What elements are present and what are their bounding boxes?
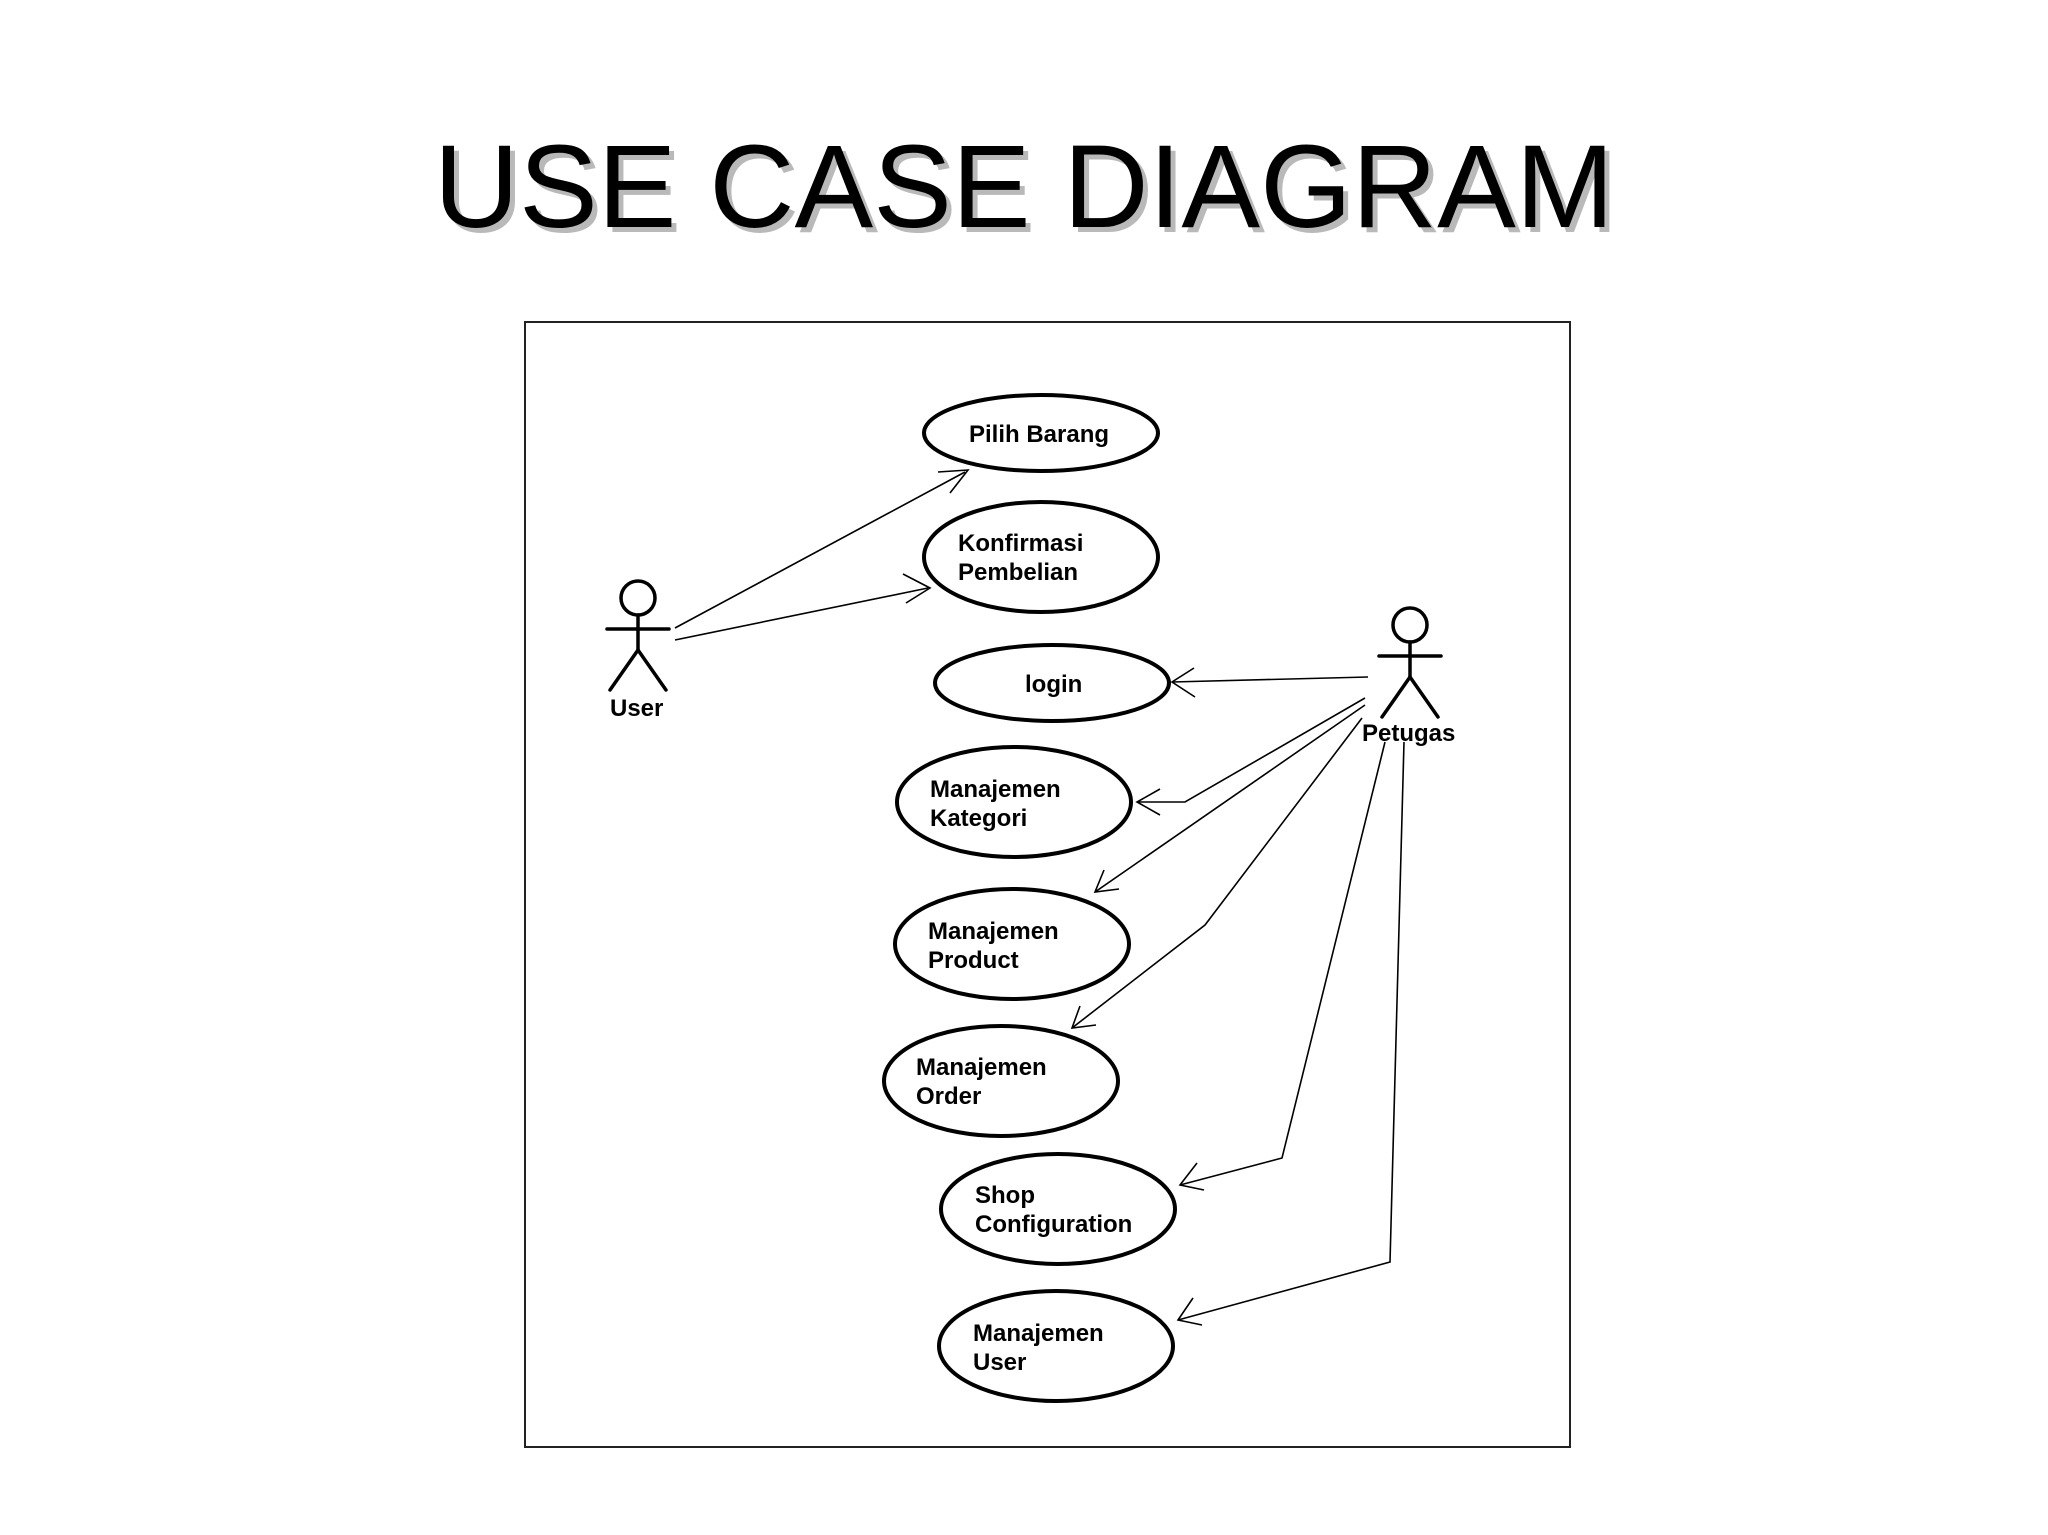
use-case-manajemen-user: Manajemen User (937, 1289, 1175, 1403)
use-case-pilih-barang: Pilih Barang (922, 393, 1160, 473)
association-user-pilih-barang (674, 471, 966, 629)
use-case-label: Product (928, 947, 1019, 974)
actor-label: Petugas (1362, 720, 1455, 747)
use-case-label: Konfirmasi (958, 530, 1083, 557)
use-case-label: Pilih Barang (969, 421, 1109, 448)
arrowhead-pilih-barang (937, 469, 970, 494)
use-case-manajemen-order: Manajemen Order (882, 1024, 1120, 1138)
association-lines (674, 471, 1405, 1321)
association-petugas-manajemen-kategori (1137, 697, 1366, 803)
use-case-label: Shop (975, 1182, 1035, 1209)
use-case-label: User (973, 1349, 1026, 1376)
use-case-label: login (1025, 671, 1082, 698)
arrowhead-shop-configuration (1178, 1162, 1205, 1191)
association-petugas-manajemen-user (1177, 741, 1405, 1321)
use-case-label: Pembelian (958, 559, 1078, 586)
arrowhead-manajemen-order (1070, 1005, 1097, 1029)
use-case-label: Manajemen (930, 776, 1061, 803)
arrowhead-manajemen-kategori (1135, 788, 1161, 816)
use-case-label: Configuration (975, 1211, 1132, 1238)
arrowhead-login (1170, 667, 1196, 698)
use-case-shop-configuration: Shop Configuration (939, 1152, 1177, 1266)
arrowhead-konfirmasi-pembelian (902, 573, 932, 604)
association-petugas-manajemen-order (1071, 717, 1363, 1029)
association-user-konfirmasi-pembelian (674, 587, 929, 641)
stick-figure-icon (605, 579, 671, 692)
use-case-label: Manajemen (973, 1320, 1104, 1347)
use-case-manajemen-kategori: Manajemen Kategori (895, 745, 1133, 859)
association-petugas-manajemen-product (1094, 704, 1366, 893)
use-case-konfirmasi-pembelian: Konfirmasi Pembelian (922, 500, 1160, 614)
association-petugas-shop-configuration (1179, 741, 1386, 1186)
association-petugas-login (1171, 676, 1369, 683)
actor-user: User (605, 579, 671, 722)
arrowheads (902, 469, 1205, 1326)
stick-figure-icon (1377, 606, 1443, 719)
page-title: USE CASE DIAGRAM (433, 121, 1615, 253)
arrowhead-manajemen-product (1093, 869, 1120, 893)
use-case-label: Manajemen (928, 918, 1059, 945)
actor-petugas: Petugas (1362, 606, 1455, 747)
use-case-login: login (933, 643, 1171, 723)
use-case-label: Kategori (930, 805, 1027, 832)
use-case-manajemen-product: Manajemen Product (893, 887, 1131, 1001)
use-case-label: Manajemen (916, 1054, 1047, 1081)
diagram-frame (524, 321, 1571, 1448)
arrowhead-manajemen-user (1176, 1297, 1203, 1326)
actor-label: User (610, 695, 663, 722)
use-case-label: Order (916, 1083, 981, 1110)
